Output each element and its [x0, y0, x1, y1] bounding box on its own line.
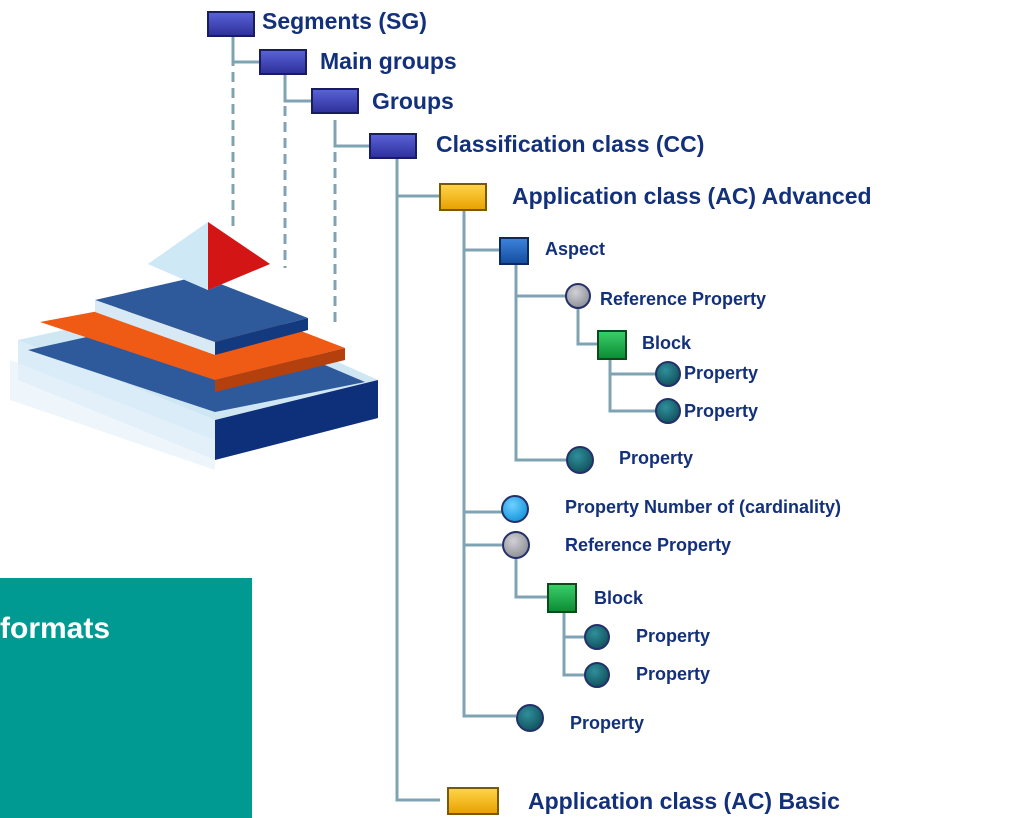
reference-property-1-node	[565, 283, 591, 309]
property-cardinality-node	[501, 495, 529, 523]
property-4-node	[516, 704, 544, 732]
property-1a-label: Property	[684, 363, 759, 383]
aspect-node	[499, 237, 529, 265]
connector-lines	[231, 24, 656, 802]
block-1-node	[597, 330, 627, 360]
classification-class-label: Classification class (CC)	[436, 131, 705, 157]
main-groups-node	[259, 49, 307, 75]
segments-node	[207, 11, 255, 37]
property-1b-label: Property	[684, 401, 759, 421]
block-2-label: Block	[594, 588, 644, 608]
property-2-label: Property	[619, 448, 694, 468]
block-1-label: Block	[642, 333, 692, 353]
ac-advanced-node	[439, 183, 487, 211]
aspect-label: Aspect	[545, 239, 606, 259]
ac-basic-label: Application class (AC) Basic	[528, 788, 840, 814]
reference-property-2-node	[502, 531, 530, 559]
property-2-node	[566, 446, 594, 474]
property-4-label: Property	[570, 713, 645, 733]
info-panel	[0, 578, 252, 818]
property-cardinality-label: Property Number of (cardinality)	[565, 497, 842, 517]
ac-advanced-label: Application class (AC) Advanced	[512, 183, 872, 209]
property-3b-label: Property	[636, 664, 711, 684]
info-panel-text: formats	[0, 612, 111, 645]
property-1b-node	[655, 398, 681, 424]
pyramid-icon	[10, 222, 378, 470]
main-groups-label: Main groups	[320, 48, 457, 74]
property-3a-label: Property	[636, 626, 711, 646]
reference-property-2-label: Reference Property	[565, 535, 732, 555]
groups-node	[311, 88, 359, 114]
groups-label: Groups	[372, 88, 454, 114]
nodes	[207, 11, 627, 815]
property-3b-node	[584, 662, 610, 688]
block-2-node	[547, 583, 577, 613]
segments-label: Segments (SG)	[262, 8, 427, 34]
property-1a-node	[655, 361, 681, 387]
reference-property-1-label: Reference Property	[600, 289, 767, 309]
classification-class-node	[369, 133, 417, 159]
ac-basic-node	[447, 787, 499, 815]
circle-nodes	[501, 283, 681, 732]
property-3a-node	[584, 624, 610, 650]
